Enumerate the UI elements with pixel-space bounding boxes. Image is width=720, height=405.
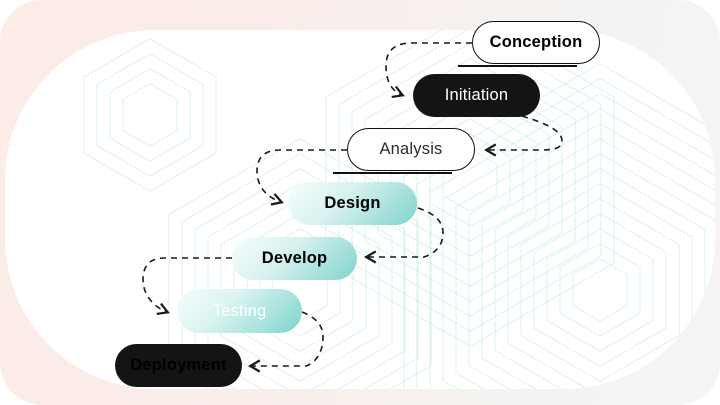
stage-pill-develop: Develop [232, 237, 357, 280]
stage-label-deployment: Deployment [130, 356, 227, 374]
stage-pill-conception: Conception [458, 21, 600, 67]
stage-label-design: Design [324, 194, 381, 212]
stage-label-initiation: Initiation [444, 86, 509, 104]
stage-label-develop: Develop [261, 249, 328, 267]
stage-pill-analysis: Analysis [333, 128, 475, 174]
stage-pill-testing: Testing [177, 289, 302, 333]
stage-label-analysis: Analysis [379, 140, 443, 158]
stage-pill-deployment: Deployment [115, 344, 242, 387]
stage-pill-initiation: Initiation [413, 74, 540, 117]
stage-label-conception: Conception [489, 33, 583, 51]
stage-pill-design: Design [288, 182, 417, 225]
stage-label-testing: Testing [212, 301, 267, 320]
